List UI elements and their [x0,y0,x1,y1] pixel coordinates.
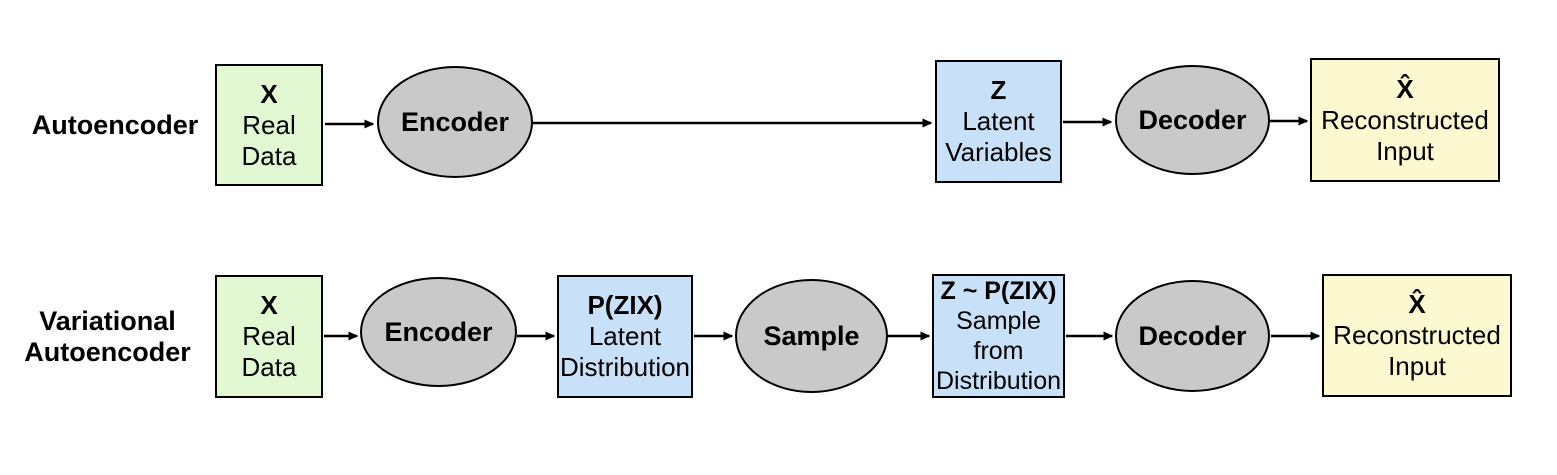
ellipse-label: Encoder [384,316,493,347]
box-title: P(ZIX) [587,290,663,320]
box-title: X [260,78,278,109]
box-title: X̂ [1396,73,1414,104]
box-line: Data [241,140,297,171]
ae-real-data-box: X Real Data [215,64,323,186]
box-title: Z ~ P(ZIX) [940,277,1057,305]
box-line: Input [1388,351,1446,381]
ae-decoder-ellipse: Decoder [1115,65,1270,175]
vae-real-data-box: X Real Data [215,275,323,398]
box-line: Data [241,352,297,382]
vae-encoder-ellipse: Encoder [360,277,517,387]
vae-sample-from-distribution-box: Z ~ P(ZIX) Sample from Distribution [932,274,1065,398]
box-line: Real [242,321,296,351]
box-title: X̂ [1408,289,1426,319]
ae-encoder-ellipse: Encoder [377,66,533,178]
box-line: Distribution [559,352,691,382]
box-line: from [973,337,1024,365]
box-line: Sample [956,307,1041,335]
ellipse-label: Sample [763,320,860,351]
ellipse-label: Decoder [1138,104,1247,135]
ae-reconstructed-input-box: X̂ Reconstructed Input [1310,58,1500,182]
vae-sample-ellipse: Sample [735,279,888,393]
ae-latent-variables-box: Z Latent Variables [935,60,1062,183]
box-line: Reconstructed [1321,104,1489,135]
box-line: Variables [945,137,1052,167]
box-line: Latent [962,106,1035,136]
row-label-line: Autoencoder [24,337,191,367]
box-line: Distribution [935,367,1062,395]
ellipse-label: Encoder [400,106,510,137]
box-line: Input [1376,135,1434,166]
box-line: Real [242,109,296,140]
box-title: X [260,290,278,320]
box-title: Z [990,75,1007,105]
row-label-text: Autoencoder [31,110,199,140]
box-line: Reconstructed [1333,320,1501,350]
vae-decoder-ellipse: Decoder [1115,280,1270,392]
vae-reconstructed-input-box: X̂ Reconstructed Input [1322,274,1512,397]
vae-latent-distribution-box: P(ZIX) Latent Distribution [557,275,693,398]
row-label-line: Variational [39,306,176,336]
ellipse-label: Decoder [1138,320,1247,351]
vae-row-label: Variational Autoencoder [10,306,205,368]
box-line: Latent [588,321,662,351]
autoencoder-row-label: Autoencoder [20,110,210,141]
